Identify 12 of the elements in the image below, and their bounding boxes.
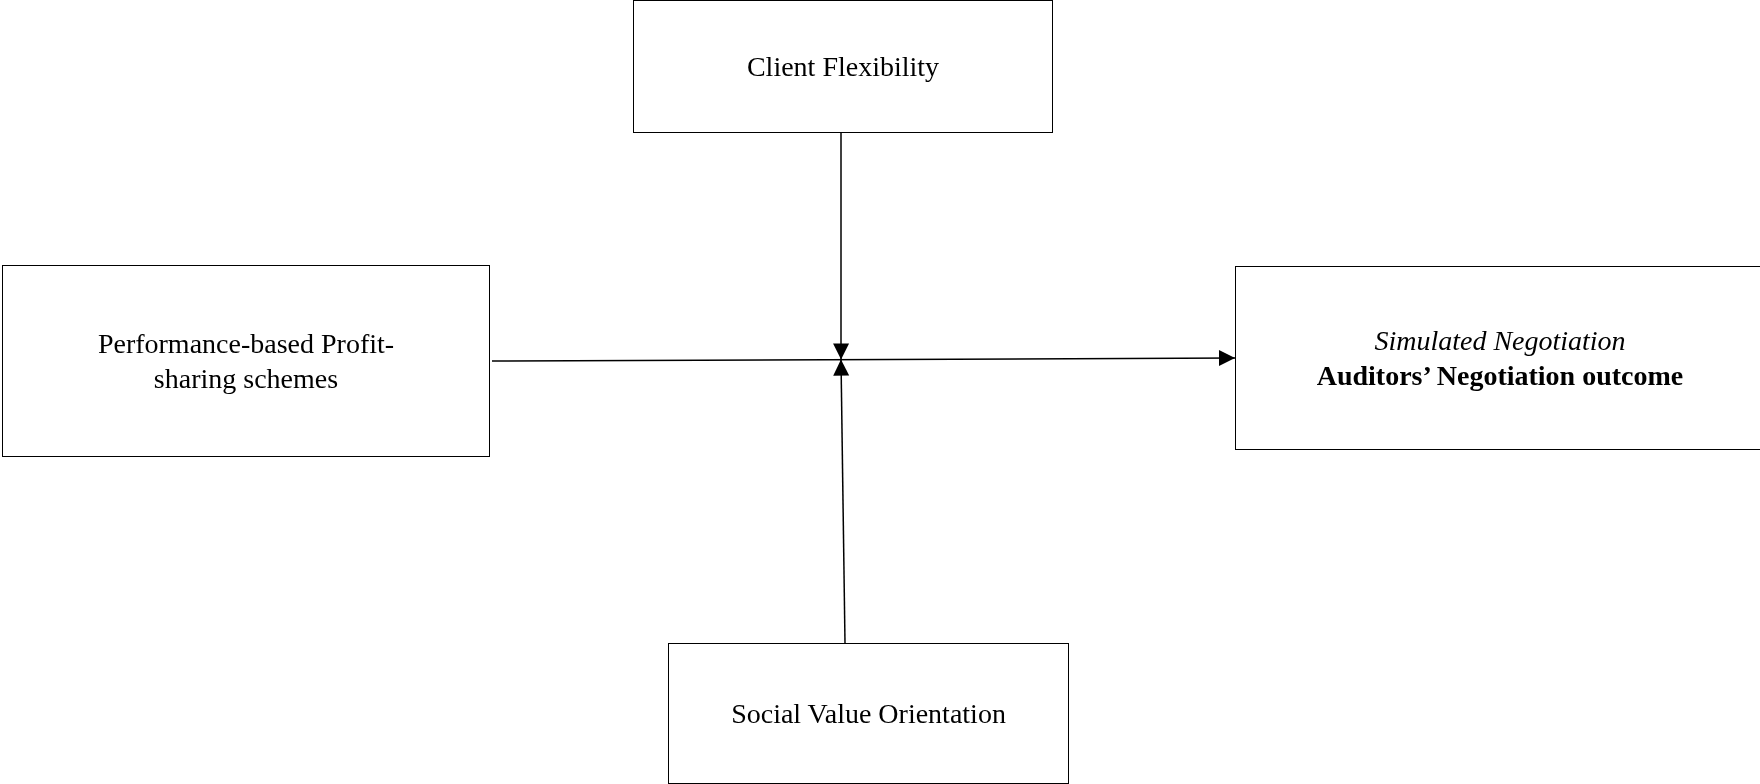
- variable-box: [1235, 266, 1760, 450]
- arrow: [833, 132, 850, 361]
- variable-label: Performance-based Profit-sharing schemes: [96, 327, 396, 396]
- variable-label: Social Value Orientation: [731, 697, 1006, 731]
- variable-box: [668, 643, 1069, 784]
- variable-label: Simulated Negotiation: [1374, 324, 1626, 358]
- variable-box: [633, 0, 1053, 133]
- variable-box: [2, 265, 490, 457]
- arrow: [833, 358, 850, 644]
- variable-label: Auditors’ Negotiation outcome: [1316, 359, 1684, 393]
- arrow: [491, 350, 1236, 366]
- variable-label: Client Flexibility: [746, 50, 940, 84]
